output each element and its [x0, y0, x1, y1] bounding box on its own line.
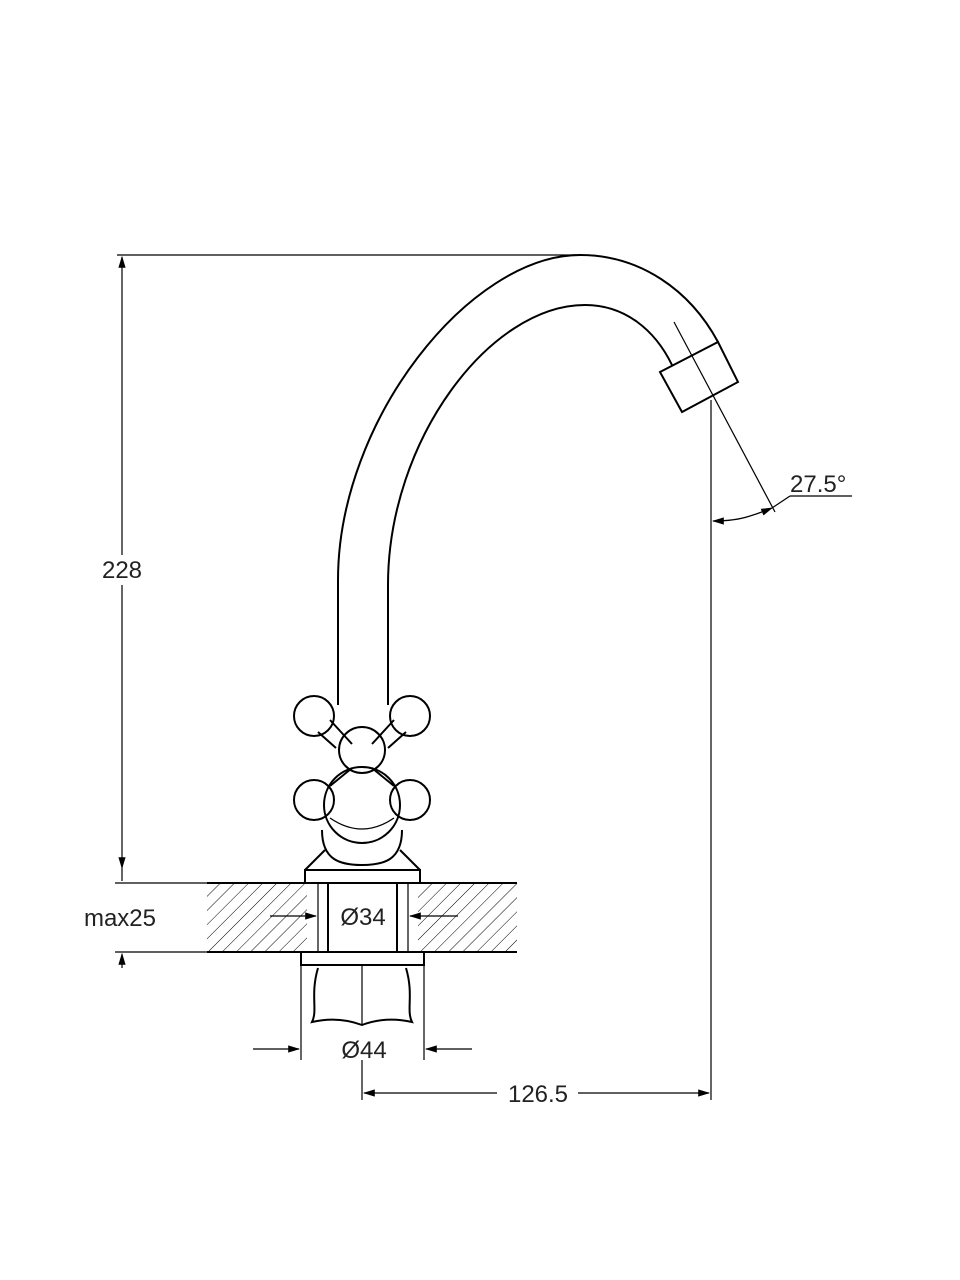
- spout-angle-dimension: 27.5°: [711, 471, 852, 525]
- spout-angle-label: 27.5°: [790, 471, 846, 498]
- handle-ball-icon: [389, 695, 431, 737]
- cross-handles: [293, 695, 431, 884]
- reach-dimension: 126.5: [361, 400, 712, 1108]
- base-diameter-dimension: Ø44: [253, 965, 472, 1064]
- center-knob: [338, 726, 386, 774]
- height-label: 228: [102, 557, 142, 584]
- handle-ball-icon: [293, 695, 335, 737]
- handle-ball-icon: [293, 779, 335, 821]
- handle-ball-icon: [389, 779, 431, 821]
- countertop-section: [207, 882, 517, 953]
- counter-thickness-label: max25: [84, 905, 156, 932]
- height-dimension: 228: [98, 254, 580, 870]
- base-diameter-label: Ø44: [341, 1037, 386, 1064]
- hole-diameter-dimension: Ø34: [270, 904, 458, 931]
- mounting-nut: [300, 951, 425, 1027]
- hole-diameter-label: Ø34: [340, 904, 385, 931]
- aerator-nozzle: [658, 340, 740, 414]
- spout: [337, 253, 776, 705]
- reach-label: 126.5: [508, 1081, 568, 1108]
- counter-thickness-dimension: max25: [84, 868, 207, 968]
